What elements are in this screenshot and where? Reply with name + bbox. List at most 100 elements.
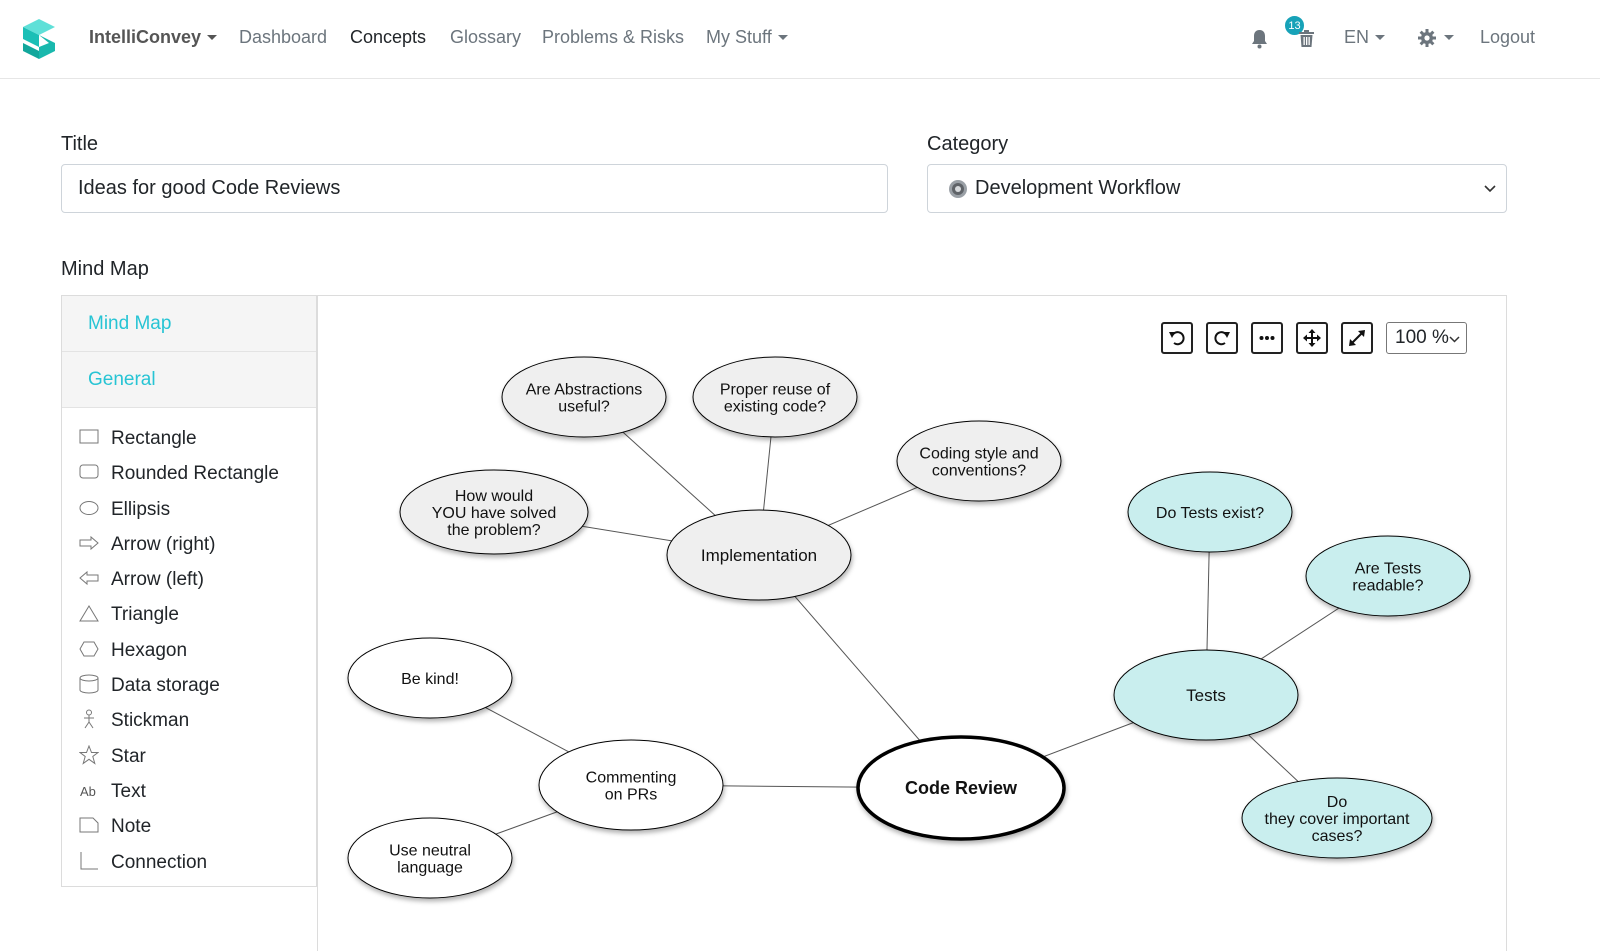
shape-text[interactable]: Ab Text	[62, 774, 316, 809]
intelliconvey-logo-icon[interactable]	[19, 17, 59, 61]
shape-ellipsis[interactable]: Ellipsis	[62, 492, 316, 527]
shape-triangle[interactable]: Triangle	[62, 597, 316, 632]
section-mind-map[interactable]: Mind Map	[62, 296, 316, 352]
node-label: the problem?	[447, 522, 540, 539]
node-label: Commenting	[586, 770, 677, 787]
connection-icon	[80, 851, 98, 870]
undo-icon	[1169, 331, 1185, 346]
rounded-rectangle-icon	[79, 464, 99, 479]
arrow-left-icon	[79, 571, 99, 586]
shape-label: Arrow (left)	[111, 569, 204, 591]
chevron-down-icon	[1484, 185, 1496, 193]
node-ellipse	[501, 356, 667, 438]
nav-my-stuff[interactable]: My Stuff	[706, 27, 788, 48]
node-label: they cover important	[1265, 811, 1411, 828]
shape-star[interactable]: Star	[62, 739, 316, 774]
mind-map-node-tests-exist[interactable]: Do Tests exist?	[1127, 471, 1293, 553]
title-input[interactable]: Ideas for good Code Reviews	[61, 164, 888, 213]
brand-menu[interactable]: IntelliConvey	[89, 27, 218, 48]
brand-label: IntelliConvey	[89, 27, 202, 47]
node-label: useful?	[558, 399, 610, 416]
note-icon	[79, 817, 99, 833]
nav-concepts[interactable]: Concepts	[350, 27, 427, 47]
undo-button[interactable]	[1161, 322, 1193, 354]
nav-dashboard[interactable]: Dashboard	[239, 27, 328, 47]
node-label: Implementation	[701, 546, 817, 565]
node-ellipse	[1305, 535, 1471, 617]
node-label: language	[397, 860, 463, 877]
shape-label: Rounded Rectangle	[111, 463, 279, 485]
node-label: existing code?	[724, 399, 826, 416]
star-icon	[79, 744, 99, 765]
hexagon-icon	[79, 641, 99, 657]
chevron-down-icon	[1449, 336, 1460, 343]
nav-glossary[interactable]: Glossary	[450, 27, 522, 47]
node-label: YOU have solved	[432, 505, 557, 522]
shape-connection[interactable]: Connection	[62, 845, 316, 880]
node-label: Proper reuse of	[720, 382, 831, 399]
node-label: Do Tests exist?	[1156, 505, 1264, 522]
my-stuff-label: My Stuff	[706, 27, 772, 47]
more-button[interactable]	[1251, 322, 1283, 354]
bell-icon[interactable]	[1250, 29, 1269, 49]
section-general[interactable]: General	[62, 352, 316, 408]
category-select[interactable]: Development Workflow	[927, 164, 1507, 213]
node-ellipse	[856, 735, 1066, 841]
shape-label: Note	[111, 816, 152, 838]
shape-label: Rectangle	[111, 428, 197, 449]
move-icon	[1303, 329, 1321, 347]
node-label: readable?	[1352, 578, 1423, 595]
node-label: How would	[455, 488, 533, 505]
nav-problems-risks[interactable]: Problems & Risks	[542, 27, 685, 47]
shape-palette: Mind Map General Rectangle Rounded Recta…	[61, 295, 317, 887]
shape-data-storage[interactable]: Data storage	[62, 668, 316, 703]
logout-link[interactable]: Logout	[1480, 27, 1536, 47]
node-ellipse	[347, 817, 513, 899]
node-label: Tests	[1186, 686, 1226, 705]
node-ellipse	[1241, 777, 1433, 859]
trash-icon[interactable]	[1299, 30, 1314, 47]
shape-rounded-rectangle[interactable]: Rounded Rectangle	[62, 456, 316, 491]
node-label: Use neutral	[389, 843, 471, 860]
shape-label: Stickman	[111, 710, 190, 732]
redo-button[interactable]	[1206, 322, 1238, 354]
shape-list: Rectangle Rounded Rectangle Ellipsis Arr…	[62, 408, 316, 880]
stickman-icon	[84, 709, 94, 729]
fit-screen-button[interactable]	[1341, 322, 1373, 354]
shape-arrow-right[interactable]: Arrow (right)	[62, 527, 316, 562]
mind-map-node-be-kind[interactable]: Be kind!	[347, 637, 513, 719]
shape-hexagon[interactable]: Hexagon	[62, 633, 316, 668]
shape-label: Star	[111, 745, 146, 767]
shape-note[interactable]: Note	[62, 809, 316, 844]
shape-rectangle[interactable]: Rectangle	[62, 421, 316, 456]
node-ellipse	[896, 420, 1062, 502]
rectangle-icon	[79, 429, 99, 444]
node-label: Coding style and	[919, 446, 1038, 463]
more-icon	[1259, 336, 1275, 340]
settings-menu[interactable]	[1418, 29, 1455, 52]
language-menu[interactable]: EN	[1344, 27, 1386, 48]
shape-label: Hexagon	[111, 639, 188, 661]
zoom-select[interactable]: 100 %	[1386, 322, 1467, 354]
shape-label: Data storage	[111, 675, 220, 697]
mind-map-node-implementation[interactable]: Implementation	[666, 509, 852, 601]
shape-stickman[interactable]: Stickman	[62, 703, 316, 738]
node-label: Are Tests	[1355, 561, 1421, 578]
mind-map-node-tests[interactable]: Tests	[1113, 649, 1299, 741]
move-button[interactable]	[1296, 322, 1328, 354]
mind-map-node-code-review[interactable]: Code Review	[856, 735, 1066, 841]
data-storage-icon	[79, 674, 99, 694]
mind-map-label: Mind Map	[61, 258, 149, 280]
shape-arrow-left[interactable]: Arrow (left)	[62, 562, 316, 597]
node-label: on PRs	[605, 787, 657, 804]
